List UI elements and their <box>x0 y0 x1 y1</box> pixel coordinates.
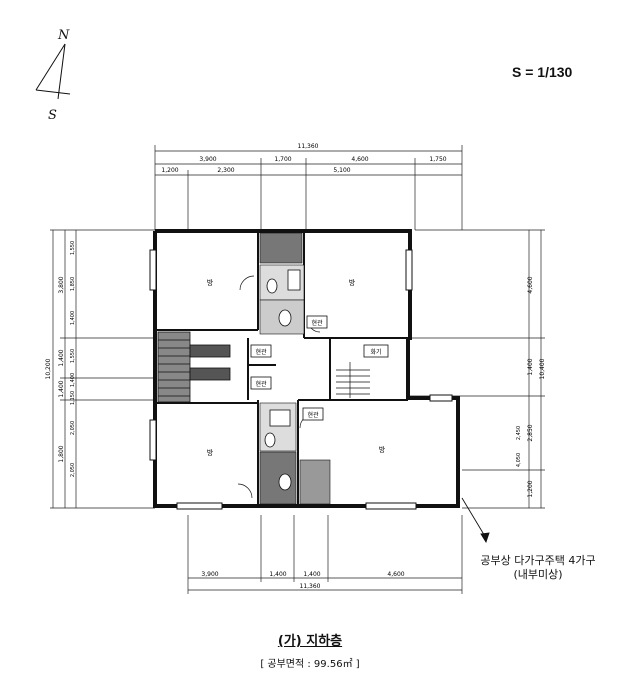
bathroom-fixtures <box>264 269 301 491</box>
dim-left-total: 10,200 <box>45 358 52 379</box>
dim-bottom-4: 4,600 <box>387 571 404 578</box>
stair-hatch-left <box>157 331 231 403</box>
hall-label-left-lower: 현관 <box>255 380 267 388</box>
room-label-ne: 방 <box>349 278 356 287</box>
compass-north-label: N <box>58 28 70 43</box>
dim-top-total: 11,360 <box>298 143 319 150</box>
plan-area: [ 공부면적 : 99.56㎡ ] <box>260 659 360 670</box>
dim-top-2: 1,700 <box>274 156 291 163</box>
north-arrow-icon <box>35 43 71 100</box>
dim-left-in-6: 1,150 <box>70 391 76 405</box>
dim-left-in-1: 1,550 <box>70 241 76 255</box>
left-dimension-lines <box>50 229 155 509</box>
dim-right-total: 10,400 <box>539 358 546 379</box>
annotation-arrow-icon <box>461 497 490 544</box>
dim-left-in-4: 1,550 <box>70 349 76 363</box>
dim-right-4: 1,200 <box>527 480 534 497</box>
dim-right-1: 4,600 <box>527 276 534 293</box>
annotation-note: 공부상 다가구주택 4가구 (내부미상) <box>458 554 618 582</box>
utility-label-upper: 현관 <box>311 319 323 327</box>
dim-top-4: 1,750 <box>429 156 446 163</box>
dim-right-3: 2,850 <box>527 424 534 441</box>
dim-left-in-7: 2,050 <box>70 421 76 435</box>
hall-label-left-upper: 현관 <box>255 348 267 356</box>
room-label-sw: 방 <box>207 448 214 457</box>
dim-top2-2: 2,300 <box>217 167 234 174</box>
dim-bottom-2: 1,400 <box>269 571 286 578</box>
dim-left-3: 1,400 <box>58 380 65 397</box>
dim-left-2: 1,400 <box>58 349 65 366</box>
interior-walls <box>155 231 408 506</box>
dim-left-in-5: 1,400 <box>70 373 76 387</box>
dim-left-in-2: 1,850 <box>70 277 76 291</box>
room-label-nw: 방 <box>207 278 214 287</box>
dim-bottom-1: 3,900 <box>201 571 218 578</box>
label-boxes <box>250 315 389 421</box>
central-stair <box>336 362 370 398</box>
dim-right-in-1: 2,450 <box>516 426 522 440</box>
room-label-se: 방 <box>379 445 386 454</box>
utility-label-lower: 현관 <box>307 411 319 419</box>
scale-label: S = 1/130 <box>512 64 573 80</box>
dim-top2-3: 5,100 <box>333 167 350 174</box>
dim-top-1: 3,900 <box>199 156 216 163</box>
dim-bottom-3: 1,400 <box>303 571 320 578</box>
dim-left-in-8: 2,050 <box>70 463 76 477</box>
dim-right-2: 1,400 <box>527 358 534 375</box>
annotation-line-1: 공부상 다가구주택 4가구 <box>480 554 596 567</box>
annotation-line-2: (내부미상) <box>513 568 563 581</box>
dim-bottom-total: 11,360 <box>300 583 321 590</box>
bottom-dimension-lines <box>187 515 463 594</box>
plan-title: (가) 지하층 <box>277 634 343 649</box>
dim-top2-1: 1,200 <box>161 167 178 174</box>
right-dimension-lines <box>410 229 545 509</box>
compass-south-label: S <box>48 108 57 123</box>
dim-top-3: 4,600 <box>351 156 368 163</box>
top-dimension-lines <box>154 145 463 230</box>
dim-left-in-3: 1,400 <box>70 311 76 325</box>
dim-right-in-2: 4,050 <box>516 453 522 467</box>
stair-label: 화기 <box>370 348 381 356</box>
windows <box>149 249 453 510</box>
dim-left-1: 3,800 <box>58 276 65 293</box>
dim-left-4: 1,800 <box>58 445 65 462</box>
